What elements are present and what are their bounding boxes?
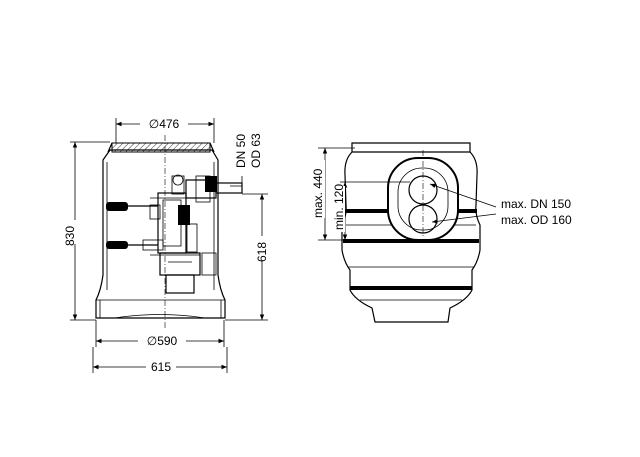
outlet-height-label: 618 (255, 242, 269, 262)
dim-inlet-range: max. 440 min. 120 (311, 147, 410, 241)
left-view: ∅476 DN 50 OD 63 830 618 ∅590 (63, 116, 269, 374)
float-switch-upper (106, 202, 158, 211)
dim-outlet-height: 618 (225, 193, 269, 321)
base-diameter-label: ∅590 (147, 334, 178, 348)
max-od-label: max. OD 160 (501, 213, 572, 227)
dim-cover-diameter: ∅476 (115, 116, 215, 143)
inlet-dn-label: DN 50 (234, 134, 248, 168)
tank-outline (95, 149, 226, 319)
dim-overall-width: 615 (92, 347, 228, 374)
cover (111, 142, 211, 153)
dim-base-diameter: ∅590 (95, 320, 225, 348)
inlet-od-label: OD 63 (249, 133, 263, 168)
max-inlet-height-label: max. 440 (311, 168, 325, 218)
overall-width-label: 615 (151, 360, 171, 374)
cover-diameter-label: ∅476 (149, 117, 180, 131)
total-height-label: 830 (63, 226, 77, 246)
pump-assembly (142, 174, 243, 294)
float-switch-lower (106, 241, 158, 249)
max-dn-label: max. DN 150 (501, 197, 571, 211)
dim-total-height: 830 (63, 141, 110, 321)
right-view: max. 440 min. 120 max. DN 150 max. OD 16… (311, 142, 572, 323)
min-inlet-height-label: min. 120 (332, 184, 346, 230)
